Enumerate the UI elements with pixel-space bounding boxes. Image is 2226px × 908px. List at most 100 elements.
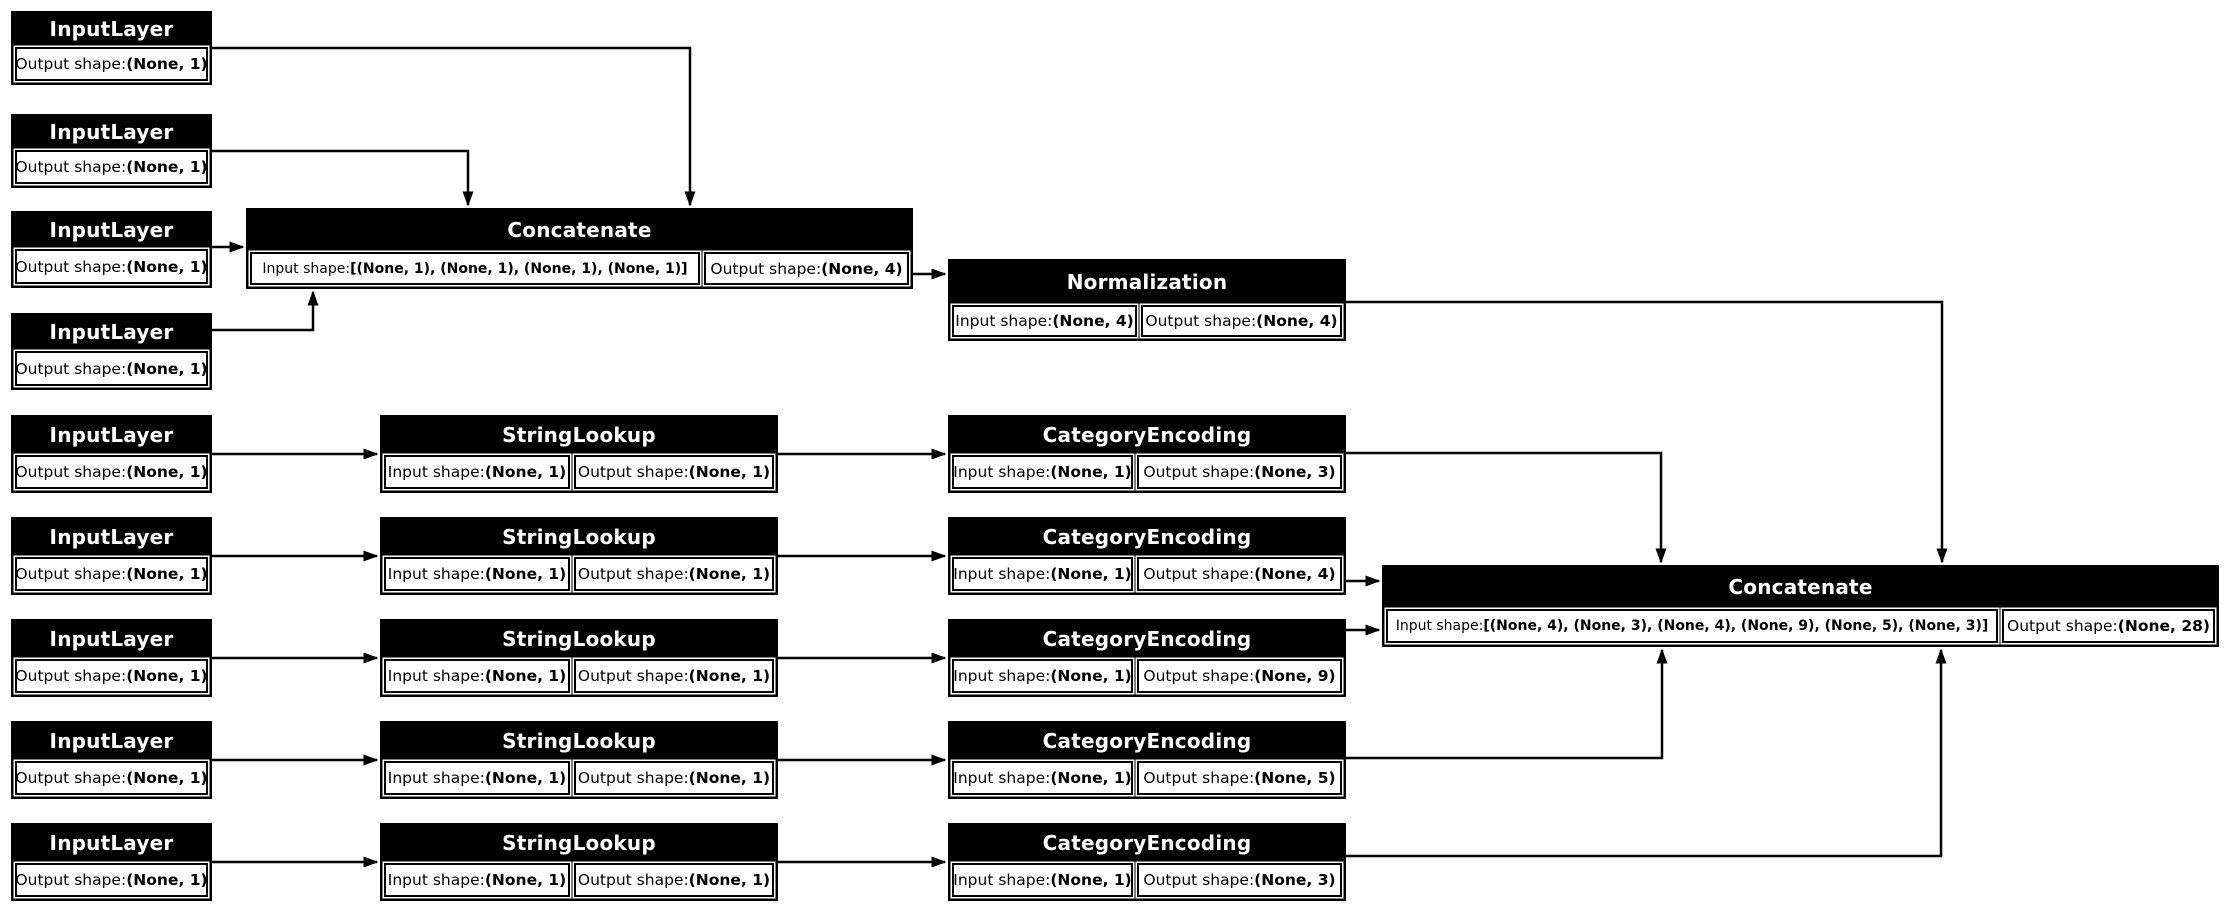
output-shape-prefix: Output shape: [1143,871,1255,889]
layer-type-title: InputLayer [49,218,174,242]
shape-cells: Output shape: (None, 1) [11,659,212,697]
output-shape-value: (None, 1) [126,769,208,787]
output-shape-prefix: Output shape: [1143,769,1255,787]
layer-type-title: InputLayer [49,627,174,651]
shape-cells: Input shape: (None, 1)Output shape: (Non… [380,863,778,901]
output-shape-value: (None, 4) [1256,312,1338,330]
shape-cells: Input shape: (None, 1) Output shape: (Non… [948,761,1346,799]
input-shape-cell: Input shape: (None, 1) [384,455,570,489]
output-shape-prefix: Output shape: [1145,312,1257,330]
output-shape-value: (None, 1) [126,667,208,685]
edge-category_encoding_5-to-concatenate_1 [1346,648,1947,858]
output-shape-value: (None, 1) [126,871,208,889]
layer-type-title: CategoryEncoding [1042,831,1252,855]
shape-cells: Input shape: [(None, 4), (None, 3), (Non… [1382,609,2219,647]
shape-cells: Input shape: (None, 1)Output shape: (Non… [948,659,1346,697]
output-shape-cell: Output shape: (None, 1) [15,863,208,897]
output-shape-cell: Output shape: (None, 1) [15,761,208,795]
output-shape-cell: Output shape: (None, 28) [2002,609,2215,643]
output-shape-value: (None, 1) [688,463,771,481]
shape-cells: Input shape: (None, 1)Output shape: (Non… [380,761,778,799]
edge-input_2-to-concatenate [212,149,474,207]
input-shape-prefix: Input shape: [387,667,485,685]
input-shape-prefix: Input shape: [953,565,1051,583]
shape-cells: Output shape: (None, 1) [11,863,212,901]
input-shape-prefix: Input shape: [387,769,485,787]
layer-type-title: Normalization [1066,270,1228,294]
input-shape-value: (None, 1) [484,463,567,481]
output-shape-value: (None, 1) [688,871,771,889]
input-shape-value: (None, 1) [1050,565,1132,583]
layer-type-title: InputLayer [49,729,174,753]
layer-type-title: InputLayer [49,525,174,549]
input-shape-value: (None, 1) [1050,463,1132,481]
layer-type-title: StringLookup [502,423,656,447]
input-shape-value: (None, 1) [1050,667,1132,685]
edge-category_encoding_4-to-concatenate_1 [1346,648,1668,760]
input-shape-cell: Input shape: [(None, 4), (None, 3), (Non… [1386,609,1998,643]
output-shape-value: (None, 1) [126,55,208,73]
output-shape-value: (None, 1) [126,463,208,481]
input-shape-prefix: Input shape: [387,463,485,481]
output-shape-prefix: Output shape: [15,667,127,685]
input-shape-value: [(None, 4), (None, 3), (None, 4), (None,… [1483,618,1989,634]
layer-type-title: InputLayer [49,320,174,344]
edge-input_4-to-concatenate [212,290,319,332]
output-shape-value: (None, 1) [688,565,771,583]
shape-cells: Input shape: (None, 1) Output shape: (Non… [948,557,1346,595]
shape-cells: Output shape: (None, 1) [11,47,212,85]
input-shape-prefix: Input shape: [387,565,485,583]
edge-category_encoding_1-to-concatenate_1 [1346,451,1667,564]
output-shape-cell: Output shape: (None, 1) [15,150,208,184]
output-shape-prefix: Output shape: [577,769,689,787]
input-shape-value: (None, 4) [1052,312,1134,330]
output-shape-prefix: Output shape: [577,667,689,685]
output-shape-value: (None, 4) [1254,565,1336,583]
input-shape-value: (None, 1) [484,565,567,583]
output-shape-prefix: Output shape: [1143,463,1255,481]
input-shape-cell: Input shape: (None, 1) [952,761,1133,795]
output-shape-cell: Output shape: (None, 1) [574,863,774,897]
input-shape-cell: Input shape: (None, 4) [952,305,1137,337]
input-shape-cell: Input shape: (None, 1) [952,659,1133,693]
shape-cells: Output shape: (None, 1) [11,761,212,799]
layer-type-title: CategoryEncoding [1042,525,1252,549]
output-shape-prefix: Output shape: [1143,565,1255,583]
output-shape-value: (None, 3) [1254,463,1336,481]
edge-input_1-to-concatenate [212,46,696,207]
shape-cells: Input shape: (None, 1)Output shape: (Non… [948,455,1346,493]
input-shape-prefix: Input shape: [955,312,1053,330]
input-shape-prefix: Input shape: [953,769,1051,787]
layer-type-title: CategoryEncoding [1042,729,1252,753]
shape-cells: Input shape: (None, 1)Output shape: (Non… [380,455,778,493]
edge-normalization-to-concatenate_1 [1346,300,1948,564]
input-shape-prefix: Input shape: [387,871,485,889]
output-shape-cell: Output shape: (None, 4) [704,252,909,285]
layer-type-title: StringLookup [502,525,656,549]
input-shape-cell: Input shape: (None, 1) [952,863,1133,897]
output-shape-value: (None, 28) [2117,617,2210,635]
output-shape-cell: Output shape: (None, 1) [15,455,208,489]
layer-type-title: StringLookup [502,627,656,651]
output-shape-cell: Output shape: (None, 1) [15,249,208,284]
input-shape-value: (None, 1) [1050,769,1132,787]
input-shape-prefix: Input shape: [1395,618,1484,634]
output-shape-prefix: Output shape: [15,463,127,481]
layer-type-title: InputLayer [49,831,174,855]
output-shape-prefix: Output shape: [577,871,689,889]
output-shape-cell: Output shape: (None, 1) [15,351,208,386]
output-shape-value: (None, 1) [126,158,208,176]
output-shape-cell: Output shape: (None, 9) [1137,659,1342,693]
layer-type-title: Concatenate [507,218,652,242]
